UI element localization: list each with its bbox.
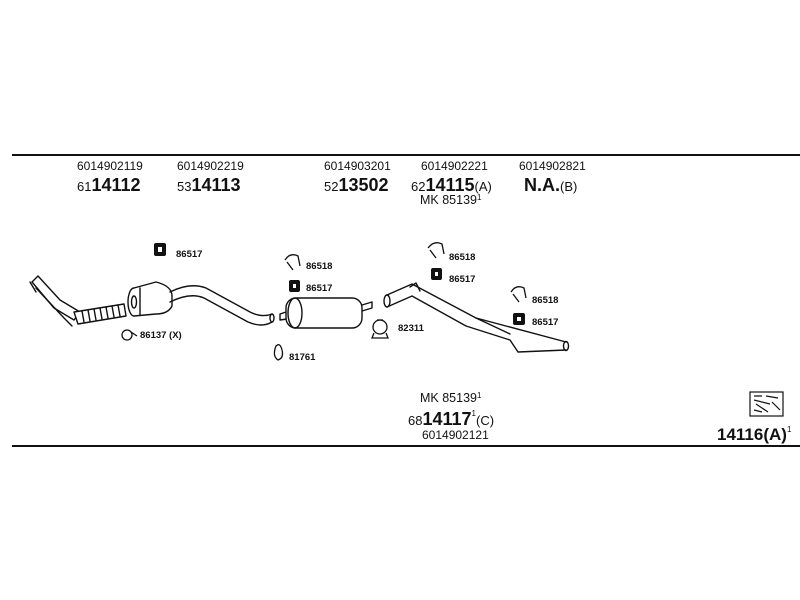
part-code-3: 6014903201 (324, 159, 391, 173)
rubber-hanger-icon (154, 243, 166, 256)
label-clamp-x: 86137 (X) (140, 330, 182, 341)
mk-top-label: MK 851391 (420, 194, 481, 207)
label-clip-1: 81761 (289, 352, 316, 363)
clamp-ring-icon (371, 319, 389, 339)
mk-bottom-text: MK 85139 (420, 391, 477, 405)
ref-number: 14116(A) (717, 425, 787, 444)
ref-sup: 1 (471, 409, 476, 418)
ref-number: 14115 (425, 175, 475, 195)
ref-sup: 1 (786, 425, 792, 434)
rear-silencer (279, 297, 373, 329)
ref-suffix: (C) (475, 413, 495, 428)
tail-pipe (383, 282, 570, 353)
part-ref-2: 5314113 (177, 176, 241, 194)
ref-number: 14113 (191, 175, 241, 195)
ref-suffix: (A) (474, 179, 492, 194)
ref-number: 14112 (91, 175, 141, 195)
part-code-4: 6014902221 (421, 159, 488, 173)
part-code-1: 6014902119 (77, 159, 143, 173)
mk-top-sup: 1 (476, 193, 482, 202)
hook-hanger-icon (510, 286, 527, 303)
label-hanger-4a: 86518 (532, 295, 559, 306)
ref-prefix: 68 (408, 413, 423, 428)
part-ref-5: N.A.(B) (524, 176, 577, 194)
label-hanger-1: 86517 (176, 249, 203, 260)
rubber-hanger-icon (431, 268, 442, 280)
ref-suffix: (B) (560, 179, 578, 194)
label-hanger-2b: 86517 (306, 283, 333, 294)
part-ref-4: 6214115(A) (411, 176, 492, 194)
label-hanger-2a: 86518 (306, 261, 333, 272)
label-hanger-3b: 86517 (449, 274, 476, 285)
front-silencer (127, 281, 173, 317)
top-divider (12, 154, 800, 156)
part-code-5: 6014902821 (519, 159, 586, 173)
clip-icon (273, 344, 284, 361)
part-code-2: 6014902219 (177, 159, 244, 173)
rubber-hanger-icon (513, 313, 525, 325)
label-hanger-4b: 86517 (532, 317, 559, 328)
ref-number: N.A. (524, 175, 560, 195)
ref-number: 14117 (422, 409, 472, 429)
label-hanger-3a: 86518 (449, 252, 476, 263)
clamp-ring-icon (121, 329, 138, 341)
part-ref-bottom-right: 14116(A)1 (717, 425, 792, 444)
ref-prefix: 52 (324, 179, 339, 194)
ref-number: 13502 (338, 175, 389, 195)
bottom-divider (12, 445, 800, 447)
part-ref-bottom: 68141171(C) (408, 409, 495, 429)
mk-bottom-sup: 1 (476, 391, 482, 400)
mk-top-text: MK 85139 (420, 193, 477, 207)
ref-prefix: 61 (77, 179, 92, 194)
label-clamp-2: 82311 (398, 323, 424, 334)
middle-pipe (169, 285, 275, 326)
front-downpipe (29, 275, 81, 327)
ref-prefix: 53 (177, 179, 192, 194)
part-code-bottom: 6014902121 (422, 428, 489, 442)
kit-box-icon (749, 391, 784, 417)
rubber-hanger-icon (289, 280, 300, 292)
part-ref-1: 6114112 (77, 176, 141, 194)
ref-prefix: 62 (411, 179, 426, 194)
mk-bottom-label: MK 851391 (420, 392, 481, 405)
hook-hanger-icon (427, 242, 445, 259)
part-ref-3: 5213502 (324, 176, 389, 194)
flex-pipe (73, 303, 127, 325)
hook-hanger-icon (284, 254, 301, 271)
